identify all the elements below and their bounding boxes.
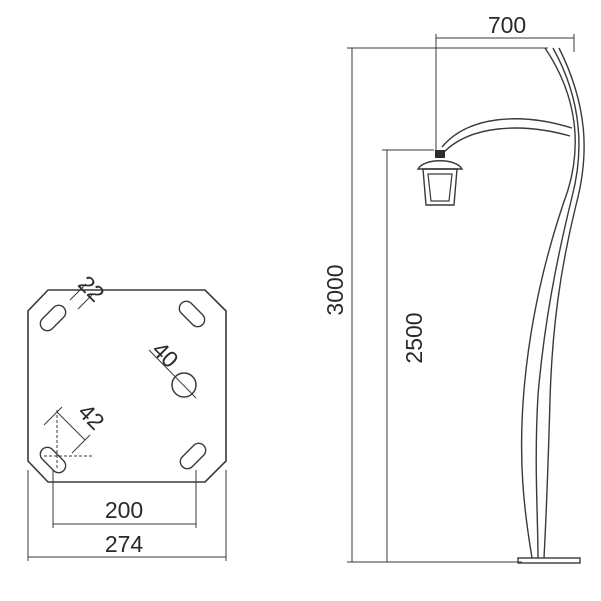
mounting-slot-top-right bbox=[178, 300, 206, 328]
dim-label-40: 40 bbox=[147, 336, 183, 372]
pole-outer-right bbox=[543, 47, 585, 559]
dim-label-3000: 3000 bbox=[322, 264, 348, 315]
slot-width-leader bbox=[69, 283, 87, 301]
base-plate-outline bbox=[27, 289, 227, 483]
mounting-slots bbox=[39, 300, 207, 474]
lantern-body bbox=[422, 168, 458, 206]
lantern-hood bbox=[416, 160, 464, 170]
arm-upper-edge bbox=[441, 118, 573, 148]
dim-label-200: 200 bbox=[105, 497, 143, 523]
center-hole-leader bbox=[148, 349, 197, 399]
slot-length-ext-2 bbox=[71, 434, 91, 454]
mounting-slot-top-left bbox=[39, 304, 67, 332]
mounting-slot-bottom-right bbox=[179, 442, 207, 470]
pole bbox=[520, 47, 585, 559]
dimension-2500 bbox=[382, 149, 434, 562]
arm-lower-edge bbox=[443, 127, 571, 153]
dimension-700 bbox=[435, 34, 575, 152]
dimension-274 bbox=[27, 470, 227, 561]
dim-label-42: 42 bbox=[73, 398, 109, 434]
dim-label-700: 700 bbox=[488, 12, 526, 38]
slot-length-dimension bbox=[43, 406, 92, 470]
dimension-200 bbox=[52, 470, 197, 528]
lamp-post-view: 700 3000 2500 bbox=[322, 12, 585, 564]
lantern-cap bbox=[435, 150, 445, 158]
dim-label-22: 22 bbox=[73, 270, 109, 306]
pole-base-flange bbox=[517, 557, 581, 564]
lamp-arm bbox=[441, 118, 573, 153]
pole-outer-left bbox=[520, 47, 576, 559]
dim-label-2500: 2500 bbox=[401, 312, 427, 363]
dim-label-274: 274 bbox=[105, 531, 144, 557]
pole-inner-edge bbox=[535, 47, 580, 559]
slot-length-ext-1 bbox=[43, 406, 63, 426]
mounting-slot-bottom-left bbox=[39, 446, 67, 474]
lantern bbox=[416, 150, 464, 206]
slot-length-dim-line bbox=[56, 411, 86, 441]
lantern-glass bbox=[427, 173, 453, 202]
center-hole bbox=[171, 372, 197, 398]
dimension-3000 bbox=[347, 47, 548, 563]
base-plate-view: 200 274 22 40 42 bbox=[27, 270, 227, 561]
slot-width-leader-2 bbox=[77, 294, 93, 310]
